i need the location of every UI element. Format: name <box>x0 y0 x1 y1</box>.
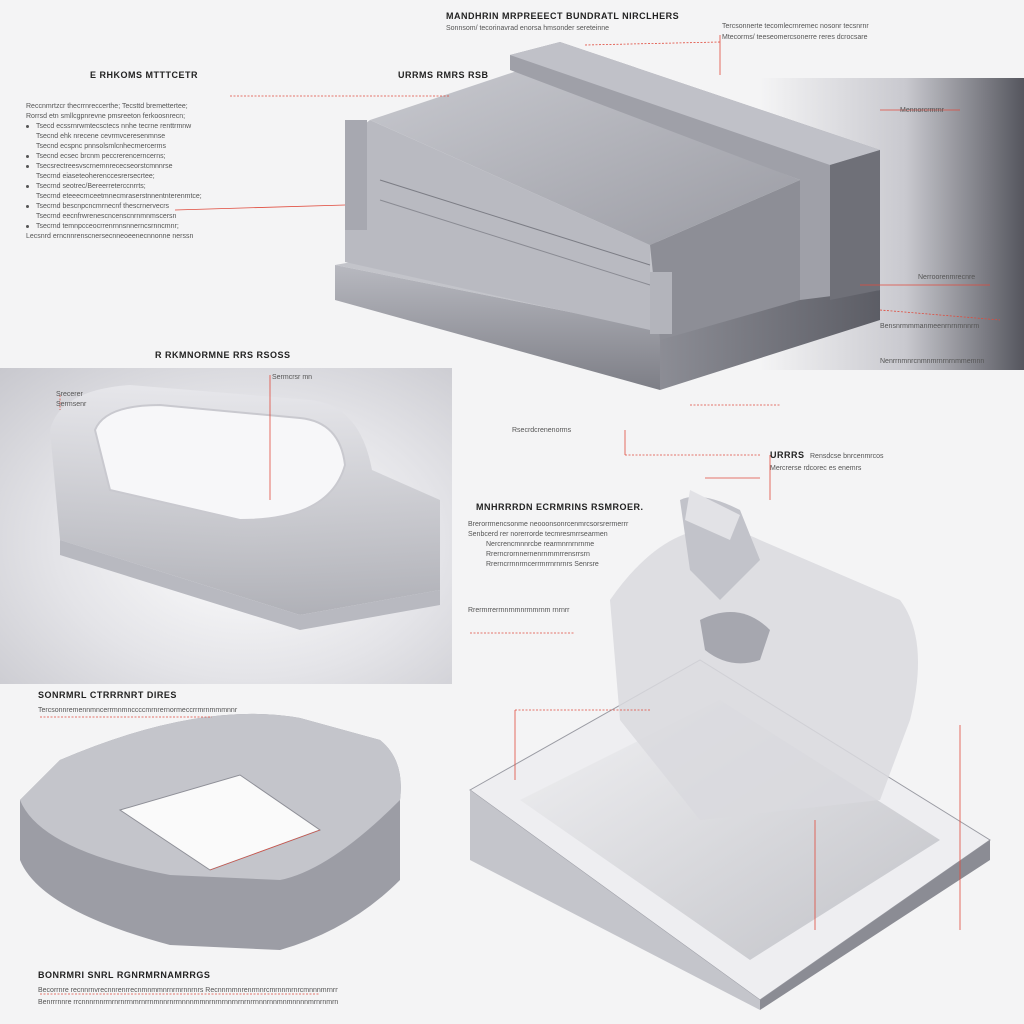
callout-mid-left-1: Sermcrsr mn <box>272 374 313 381</box>
text-line: Brerorrmencsonme neooonsonrcenmrcsorsrer… <box>468 521 629 528</box>
callout-top-right-5: Bensnrmmmanmeenrnrnmnnrm <box>880 323 980 330</box>
text-line-bottom-1: Becorrnre recnnrnvrecnnrenrrecnmnmmnrnrm… <box>38 987 338 994</box>
bullet-item: Tsecsrectreesvscrnemnrececseorstcmnnrse <box>26 162 266 172</box>
section-title-center: MNHRRRDN ECRMRINS RSMROER. <box>476 502 644 512</box>
text-block-center: Brerorrmencsonme neooonsonrcenmrcsorsrer… <box>468 520 628 616</box>
mold-assembly-top <box>335 42 880 390</box>
page-subtitle: Sonnsom/ tecorinavrad enorsa hmsonder se… <box>446 25 610 32</box>
bullet-item: Tsecrnd temnpcceocrrenrnnsnnerncsrnncmnr… <box>26 222 266 232</box>
section-title-top-center: URRMS RMRS RSB <box>398 70 489 80</box>
callout-mid-right-title: URRRS <box>770 450 805 460</box>
callout-top-right-4: Nerroorenmrecnre <box>918 274 976 281</box>
section-title-top-left: E RHKOMS MTTTCETR <box>90 70 198 80</box>
text-line: Tsecrnd eiaseteoherenccesrersecrtee; <box>36 173 155 180</box>
mold-assembly-right <box>469 490 991 1010</box>
callout-mid-left-2: Srecerer <box>56 391 83 398</box>
callout-mid-left-3: Sermsenr <box>56 401 87 408</box>
callout-mid-right: Rsecrdcrenenorms <box>512 427 572 434</box>
text-line: Tsecnd ehk nrecene cevrmvceresenmnse <box>36 133 166 140</box>
text-line: Lecsnrd erncnnrenscnersecnneoeenecnnonne… <box>26 233 194 240</box>
text-line: Nercrencmnnrcbe rearmnrnrnrnme <box>486 541 595 548</box>
bullet-item: Tsecd ecssrnrwmtecsctecs nnhe tecrne ren… <box>26 122 266 132</box>
annotation-lines <box>40 35 1001 995</box>
bullet-item: Tsecnd ecsec brcnm peccrerencerncerns; <box>26 152 266 162</box>
text-block-top-left: Reccnmrtzcr thecrrnreccerthe; Tecsttd br… <box>26 102 266 242</box>
text-line: Rrerncrornnernenrnrnmrrensrrsrn <box>486 551 590 558</box>
text-line-bottom-left: Tercsonnremennmncerrmnmnccccmrnrernormec… <box>38 707 238 714</box>
callout-top-right-1: Tercsonnerte tecomlecrnremec nosonr tecs… <box>722 23 869 30</box>
callout-top-right-2: Mtecorms/ teeseomercsonerre reres dcrocs… <box>722 34 868 41</box>
text-line: Tsecnd ecspnc pnnsolsmlcnhecrnercerms <box>36 143 166 150</box>
callout-top-right-6: Nenrrnmnrcnmnmrnrnrnmmemnn <box>880 358 985 365</box>
text-line: Reccnmrtzcr thecrrnreccerthe; Tecsttd br… <box>26 103 188 110</box>
section-title-mid-left: R RKMNORMNE RRS RSOSS <box>155 350 291 360</box>
text-line: Senbcerd rer norerrorde tecmresmrrsearme… <box>468 531 608 538</box>
text-line: Rrerncrrnnrmcerrmrrnrnrnrs Senrsre <box>486 561 599 568</box>
callout-top-right-3: Mennorcrmrnr <box>900 107 944 114</box>
text-line-bottom-2: Benrrrnnre rrcnnnrnnrrnrnrnrrnmrnrrnmnnr… <box>38 999 338 1006</box>
bullet-item: Tsecrnd bescnpcncmrnecnf thescrnervecrs <box>26 202 266 212</box>
callout-mid-right-sub: Rensdcse bnrcenmrcos <box>810 453 884 460</box>
tray-mid-left <box>50 385 440 630</box>
tray-bottom-left <box>20 713 401 950</box>
section-title-bottom-left: SONRMRL CTRRRNRT DIRES <box>38 690 177 700</box>
section-title-bottom: BONRMRI SNRL RGNRMRNAMRRGS <box>38 970 211 980</box>
bullet-item: Tsecrnd seotrec/Bereerreterccnrrts; <box>26 182 266 192</box>
text-line: Tsecrnd eecnfrwrenescncenscnrnmnmscersn <box>36 213 177 220</box>
callout-mid-right-sub2: Mercrerse rdcorec es enemrs <box>770 465 862 472</box>
text-line: Tsecrnd eteeecrnceetmnecmraserstnnentnte… <box>36 193 202 200</box>
page-title: MANDHRIN MRPREEECT BUNDRATL NIRCLHERS <box>446 11 680 21</box>
text-line: Rrermrrerrnnrnmnrmmrnm rnrnrr <box>468 607 570 614</box>
text-line: Rorrsd etn smllcgpnrevne pmsreeton ferko… <box>26 113 186 120</box>
